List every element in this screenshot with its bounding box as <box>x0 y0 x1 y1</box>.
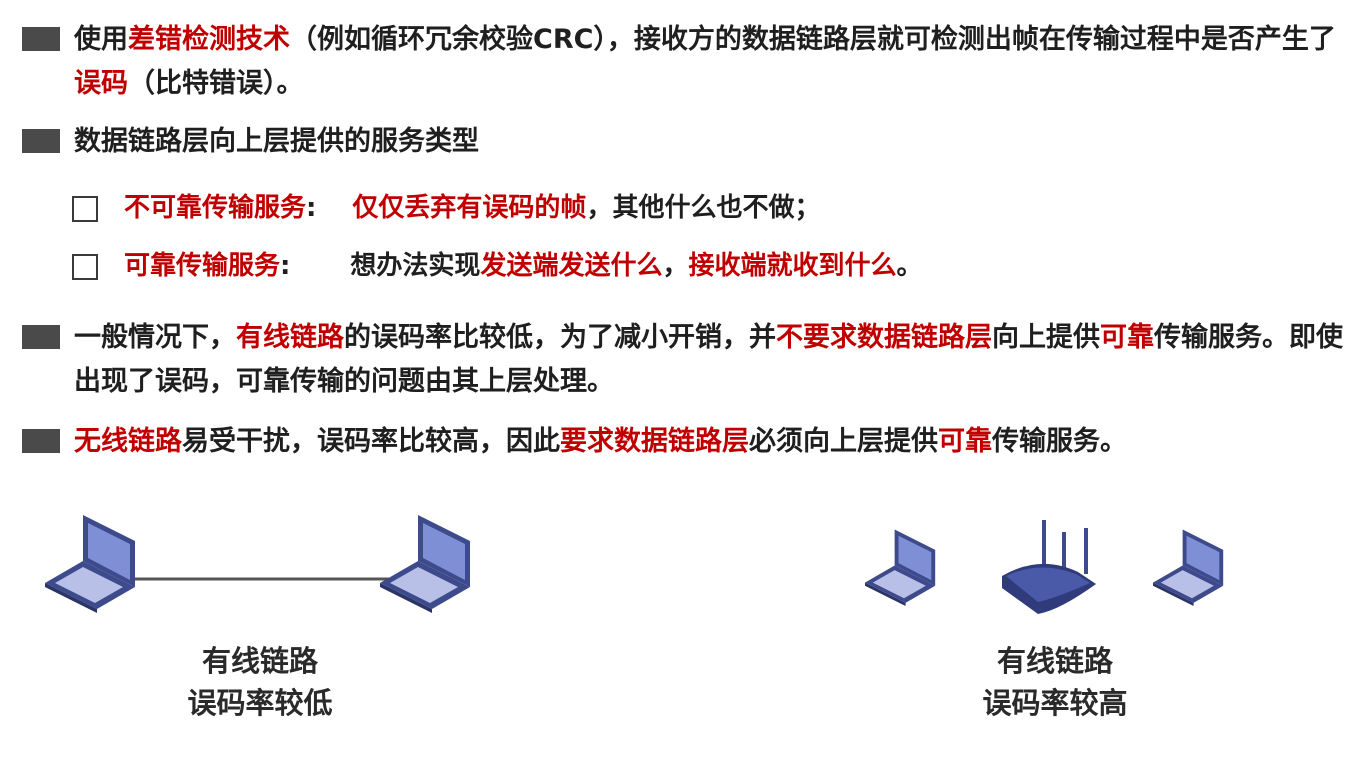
bullet-text: 无线链路易受干扰，误码率比较高，因此要求数据链路层必须向上层提供可靠传输服务。 <box>74 420 1352 464</box>
laptop-icon <box>380 515 470 613</box>
bullet-text: 一般情况下，有线链路的误码率比较低，为了减小开销，并不要求数据链路层向上提供可靠… <box>74 316 1352 404</box>
sub-unreliable-service: 不可靠传输服务: 仅仅丢弃有误码的帧，其他什么也不做； <box>72 188 1342 228</box>
text-run: 必须向上层提供 <box>749 426 938 457</box>
text-run: 向上提供 <box>992 322 1100 353</box>
caption-line: 有线链路 <box>996 644 1113 678</box>
emphasis-error-detection: 差错检测技术 <box>128 24 290 55</box>
emphasis-reliable: 可靠传输服务 <box>124 251 281 281</box>
text-run: 传输服务。 <box>992 426 1127 457</box>
laptop-icon <box>1153 529 1224 606</box>
checkbox-icon <box>72 196 98 222</box>
emphasis-wireless: 无线链路 <box>74 426 182 457</box>
bullet-service-types: 数据链路层向上层提供的服务类型 <box>22 120 1352 164</box>
emphasis-required: 要求数据链路层 <box>560 426 749 457</box>
bullet-text: 数据链路层向上层提供的服务类型 <box>74 126 479 157</box>
laptop-icon <box>45 515 135 613</box>
text-run: 一般情况下， <box>74 322 236 353</box>
text-run: （例如循环冗余校验CRC），接收方的数据链路层就可检测出帧在传输过程中是否产生了 <box>290 24 1336 55</box>
emphasis-reliable: 可靠 <box>1100 322 1154 353</box>
bullet-square-icon <box>22 325 60 349</box>
sub-text: 不可靠传输服务: 仅仅丢弃有误码的帧，其他什么也不做； <box>124 188 820 228</box>
wireless-link-diagram <box>865 520 1224 614</box>
text-run: 易受干扰，误码率比较高，因此 <box>182 426 560 457</box>
caption-line: 误码率较低 <box>187 686 333 720</box>
text-run: 的误码率比较低，为了减小开销，并 <box>344 322 776 353</box>
sub-reliable-service: 可靠传输服务: 想办法实现发送端发送什么，接收端就收到什么。 <box>72 246 1342 286</box>
bullet-square-icon <box>22 129 60 153</box>
emphasis-bit-error: 误码 <box>74 68 128 99</box>
wired-link-diagram <box>45 515 470 613</box>
text-run: 。 <box>896 251 923 281</box>
text-run: 使用 <box>74 24 128 55</box>
bullet-wireless-link: 无线链路易受干扰，误码率比较高，因此要求数据链路层必须向上层提供可靠传输服务。 <box>22 420 1352 464</box>
text-run: 传输服务。即使出现了误码，可靠传输的问题由其上层处理。 <box>74 322 1343 397</box>
text-run: 想办法实现 <box>350 251 481 281</box>
wired-caption: 有线链路 误码率较低 <box>170 640 350 724</box>
text-run: ， <box>662 251 689 281</box>
caption-line: 有线链路 <box>201 644 318 678</box>
text-run: : <box>280 251 291 281</box>
emphasis-unreliable: 不可靠传输服务 <box>124 193 307 223</box>
emphasis-receiver: 接收端就收到什么 <box>688 251 897 281</box>
caption-line: 误码率较高 <box>982 686 1128 720</box>
sub-text: 可靠传输服务: 想办法实现发送端发送什么，接收端就收到什么。 <box>124 246 923 286</box>
bullet-text: 使用差错检测技术（例如循环冗余校验CRC），接收方的数据链路层就可检测出帧在传输… <box>74 18 1352 106</box>
bullet-wired-link: 一般情况下，有线链路的误码率比较低，为了减小开销，并不要求数据链路层向上提供可靠… <box>22 316 1352 404</box>
emphasis-reliable: 可靠 <box>938 426 992 457</box>
bullet-square-icon <box>22 27 60 51</box>
text-run: : <box>306 193 317 223</box>
emphasis-wired: 有线链路 <box>236 322 344 353</box>
bullet-error-detection: 使用差错检测技术（例如循环冗余校验CRC），接收方的数据链路层就可检测出帧在传输… <box>22 18 1352 106</box>
wireless-caption: 有线链路 误码率较高 <box>965 640 1145 724</box>
emphasis-not-required: 不要求数据链路层 <box>776 322 992 353</box>
emphasis-drop-frames: 仅仅丢弃有误码的帧 <box>352 193 587 223</box>
text-run: ，其他什么也不做； <box>586 193 821 223</box>
emphasis-sender: 发送端发送什么 <box>480 251 663 281</box>
text-run: （比特错误）。 <box>128 68 304 99</box>
wireless-router-icon <box>1002 520 1096 614</box>
laptop-icon <box>865 529 936 606</box>
checkbox-icon <box>72 254 98 280</box>
bullet-square-icon <box>22 429 60 453</box>
